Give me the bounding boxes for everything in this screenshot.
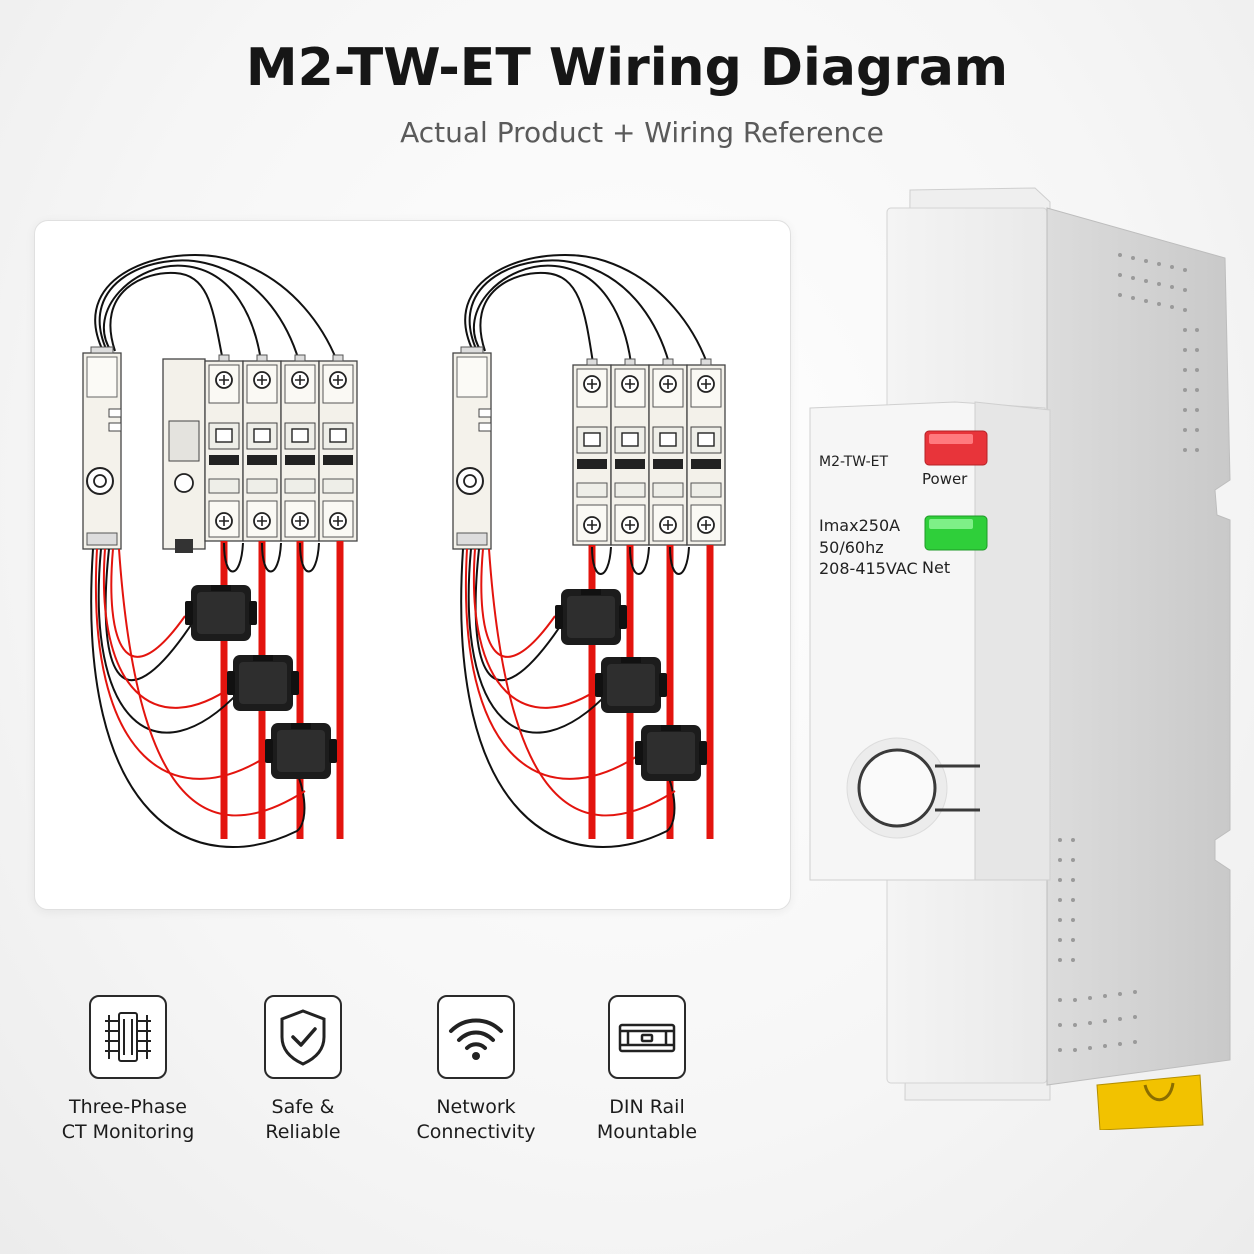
feature-label-line2: CT Monitoring [61,1121,195,1143]
page-subtitle: Actual Product + Wiring Reference [400,116,884,149]
ct-coil-icon [89,995,167,1079]
feature-label-line1: Three-Phase [68,1096,187,1118]
feature-safe-reliable: Safe & Reliable [203,995,403,1145]
wiring-diagram [82,254,726,848]
feature-label-line1: DIN Rail [609,1096,685,1118]
feature-label-line2: Connectivity [416,1121,536,1143]
feature-three-phase: Three-Phase CT Monitoring [28,995,228,1145]
spec-current: Imax250A [819,516,901,535]
net-led-label: Net [922,558,951,577]
page-title: M2-TW-ET Wiring Diagram [245,38,1009,98]
din-clip [1096,1074,1204,1131]
feature-label-line2: Mountable [596,1121,698,1143]
spec-frequency: 50/60hz [819,538,884,557]
wifi-icon [437,995,515,1079]
shield-check-icon [264,995,342,1079]
feature-label-line1: Network [436,1096,516,1118]
spec-voltage: 208-415VAC [819,559,918,578]
feature-label-line2: Reliable [265,1121,341,1143]
din-rail-icon [608,995,686,1079]
knob-icon [857,748,937,828]
wiring-diagram-panel [34,220,791,910]
upper-vent-grille [1118,253,1199,452]
device-body [809,187,1231,1131]
right-wiring-diagram [452,254,726,848]
device-model-label: M2-TW-ET [819,454,889,470]
lower-vent-grille [1058,838,1137,1052]
left-wiring-diagram [82,254,358,848]
power-led-label: Power [922,470,968,488]
m2-tw-et-device: M2-TW-ET Power Imax250A 50/60hz 208-415V… [805,180,1245,1131]
feature-label-line1: Safe & [271,1096,335,1118]
